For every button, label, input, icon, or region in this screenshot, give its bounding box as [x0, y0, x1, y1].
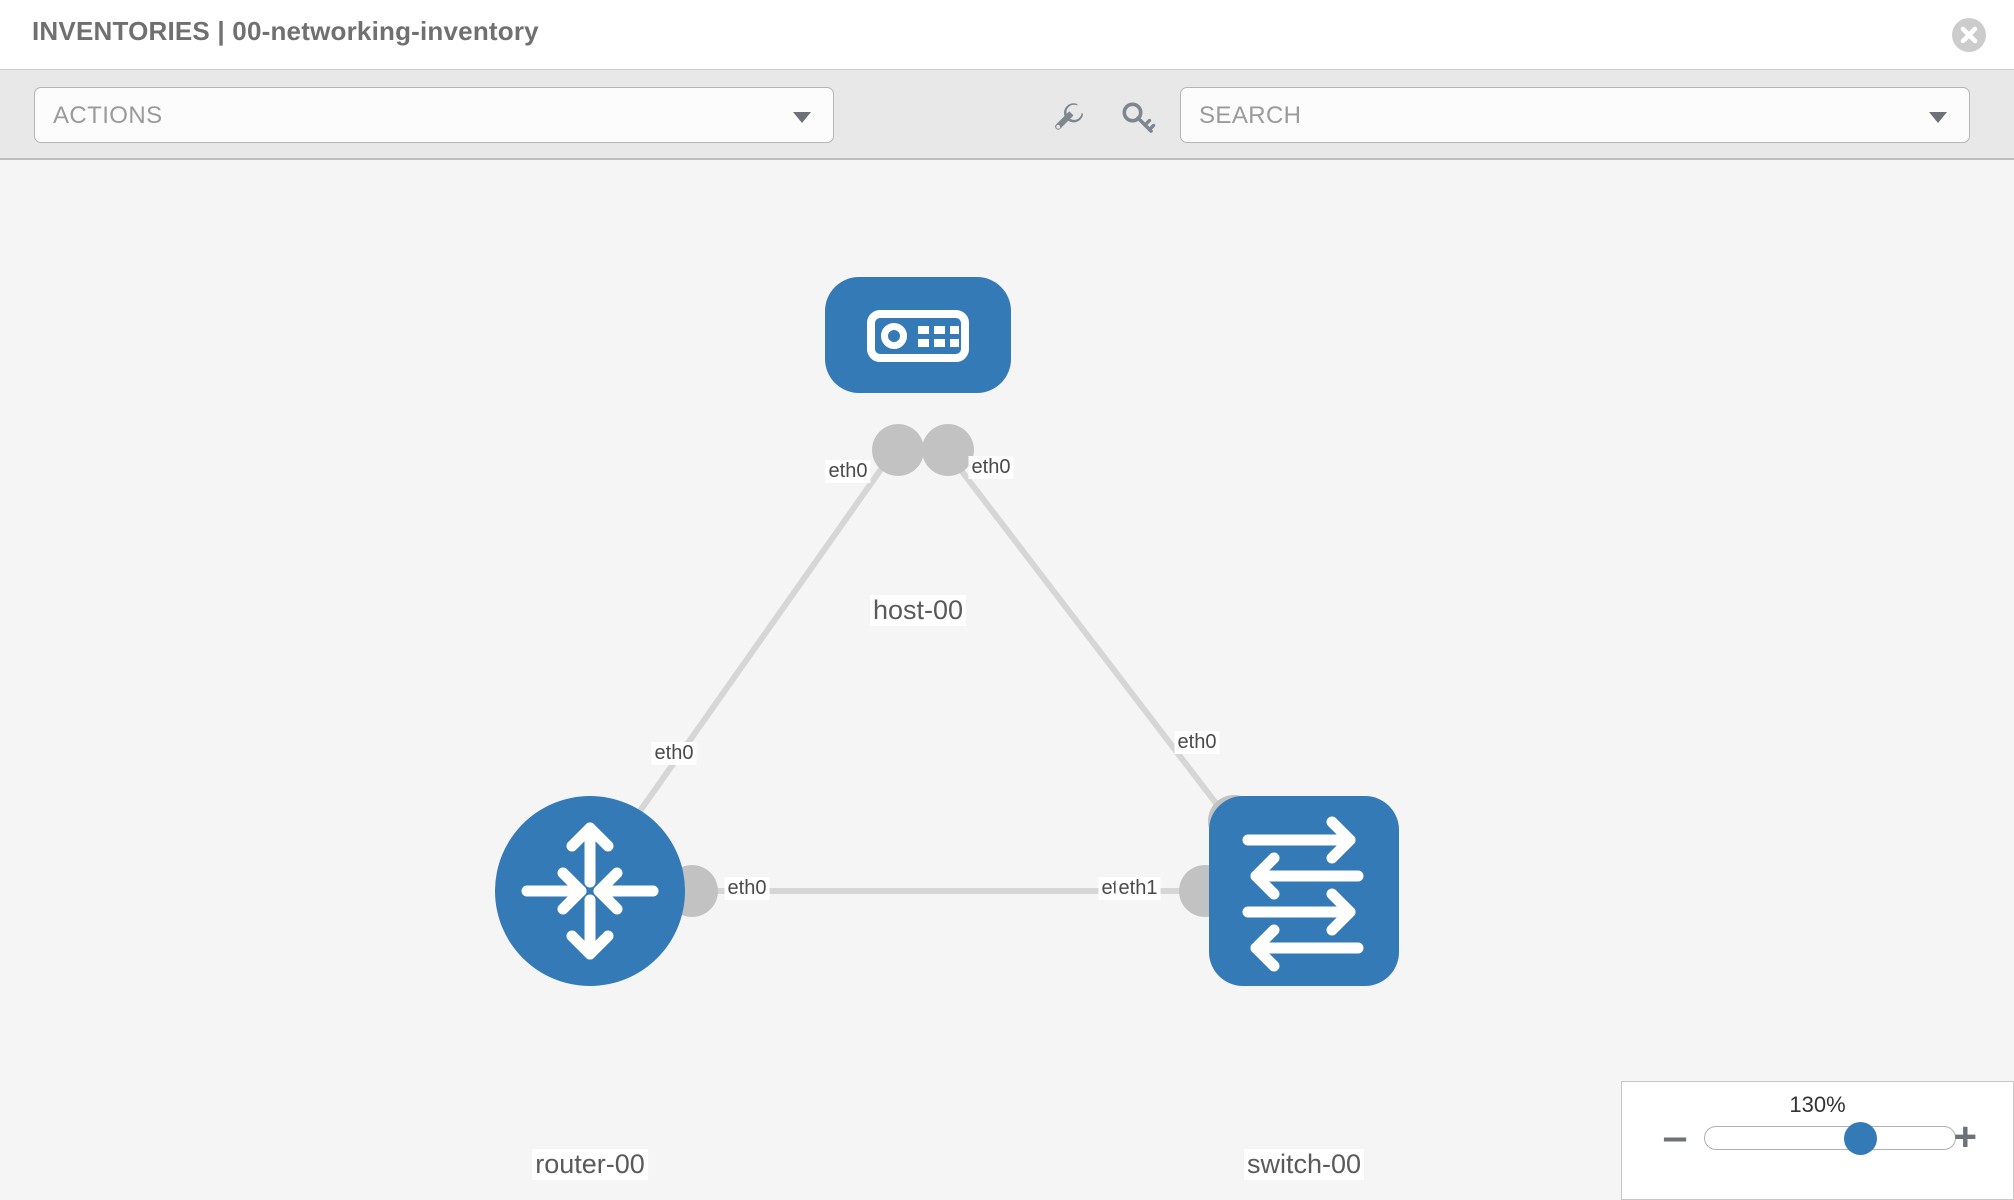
zoom-slider-thumb[interactable] [1843, 1122, 1877, 1155]
zoom-level-value: 130% [1789, 1092, 1846, 1117]
zoom-out-button[interactable]: ‒ [1664, 1115, 1687, 1159]
edge-label-switch00-top-port: eth0 [1174, 731, 1220, 754]
port-host00-left [872, 424, 924, 476]
node-label-host-00: host-00 [869, 595, 967, 626]
server-icon [867, 310, 969, 362]
zoom-in-button[interactable]: + [1953, 1115, 1977, 1159]
zoom-control-panel: 130% ‒ + [1621, 1081, 2014, 1200]
chevron-down-icon [1929, 112, 1947, 123]
node-switch-00[interactable] [1209, 796, 1399, 986]
topology-graph [495, 277, 1399, 986]
edge-label-router00-port: eth0 [651, 742, 697, 765]
switch-arrows-icon [1242, 816, 1364, 972]
topology-canvas[interactable]: eth0 eth0 eth0 eth0 eth0 etl eth1 host-0… [0, 160, 2014, 1200]
search-placeholder: SEARCH [1199, 102, 1302, 129]
key-icon[interactable] [1118, 98, 1158, 138]
edge-label-host00-router0-port: eth0 [825, 460, 871, 483]
node-label-switch-00: switch-00 [1243, 1149, 1365, 1180]
toolbar: ACTIONS SEARCH [0, 70, 2014, 160]
chevron-down-icon [793, 112, 811, 123]
router-arrows-icon [521, 822, 659, 960]
zoom-slider[interactable] [1704, 1122, 1956, 1155]
edge-label-host00-switch0-port: eth0 [968, 456, 1014, 479]
title-bar: INVENTORIES | 00-networking-inventory [0, 0, 2014, 70]
node-host-00[interactable] [825, 277, 1011, 393]
actions-dropdown-label: ACTIONS [53, 102, 163, 129]
actions-dropdown[interactable]: ACTIONS [34, 87, 834, 143]
close-icon[interactable] [1952, 18, 1986, 52]
search-input[interactable]: SEARCH [1180, 87, 1970, 143]
link-host00-router00 [625, 446, 899, 830]
edge-label-router00-eth0: eth0 [724, 877, 770, 900]
edge-label-switch00-eth1: eth1 [1115, 877, 1161, 900]
node-label-router-00: router-00 [532, 1149, 648, 1180]
node-router-00[interactable] [495, 796, 685, 986]
wrench-icon[interactable] [1050, 98, 1090, 138]
port-host00-right [922, 424, 974, 476]
link-host00-switch00 [941, 446, 1241, 834]
page-title: INVENTORIES | 00-networking-inventory [32, 16, 539, 46]
